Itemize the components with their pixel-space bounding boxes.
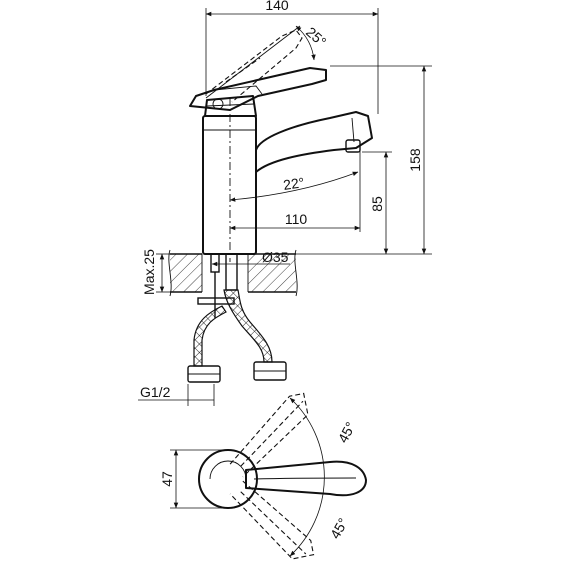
dim-counter-thickness: Max.25 xyxy=(141,249,157,295)
side-view: 140 25° 158 85 110 22° Max.25 Ø35 G1/2 xyxy=(138,0,432,406)
top-view: 47 45° 45° xyxy=(159,392,367,560)
dim-rotation-upper: 45° xyxy=(335,419,359,445)
dim-body-width: 47 xyxy=(159,471,175,487)
cartridge-head xyxy=(204,95,257,117)
dim-spout-reach: 110 xyxy=(285,211,308,227)
lever-raised-ghost xyxy=(205,25,303,103)
spout xyxy=(255,111,373,173)
body-circle xyxy=(198,449,258,509)
dim-height-total: 158 xyxy=(407,148,423,172)
lever-rotated-ghosts xyxy=(229,392,315,560)
lever-top xyxy=(245,460,367,497)
countertop-section xyxy=(168,249,298,297)
supply-hoses xyxy=(187,253,287,383)
rotation-arc xyxy=(289,397,325,557)
dim-spout-swivel: 22° xyxy=(282,174,305,193)
faucet-body xyxy=(202,98,257,262)
lever-handle xyxy=(189,67,327,111)
dim-connection-thread: G1/2 xyxy=(140,384,171,400)
dim-lever-tilt: 25° xyxy=(303,24,329,50)
dim-rotation-lower: 45° xyxy=(327,515,351,541)
dim-hole-diameter: Ø35 xyxy=(262,249,289,265)
dim-body-width-lines xyxy=(170,449,228,509)
dim-spout-height: 85 xyxy=(369,196,385,212)
dimension-lines xyxy=(138,8,432,406)
dim-width-total: 140 xyxy=(265,0,289,13)
